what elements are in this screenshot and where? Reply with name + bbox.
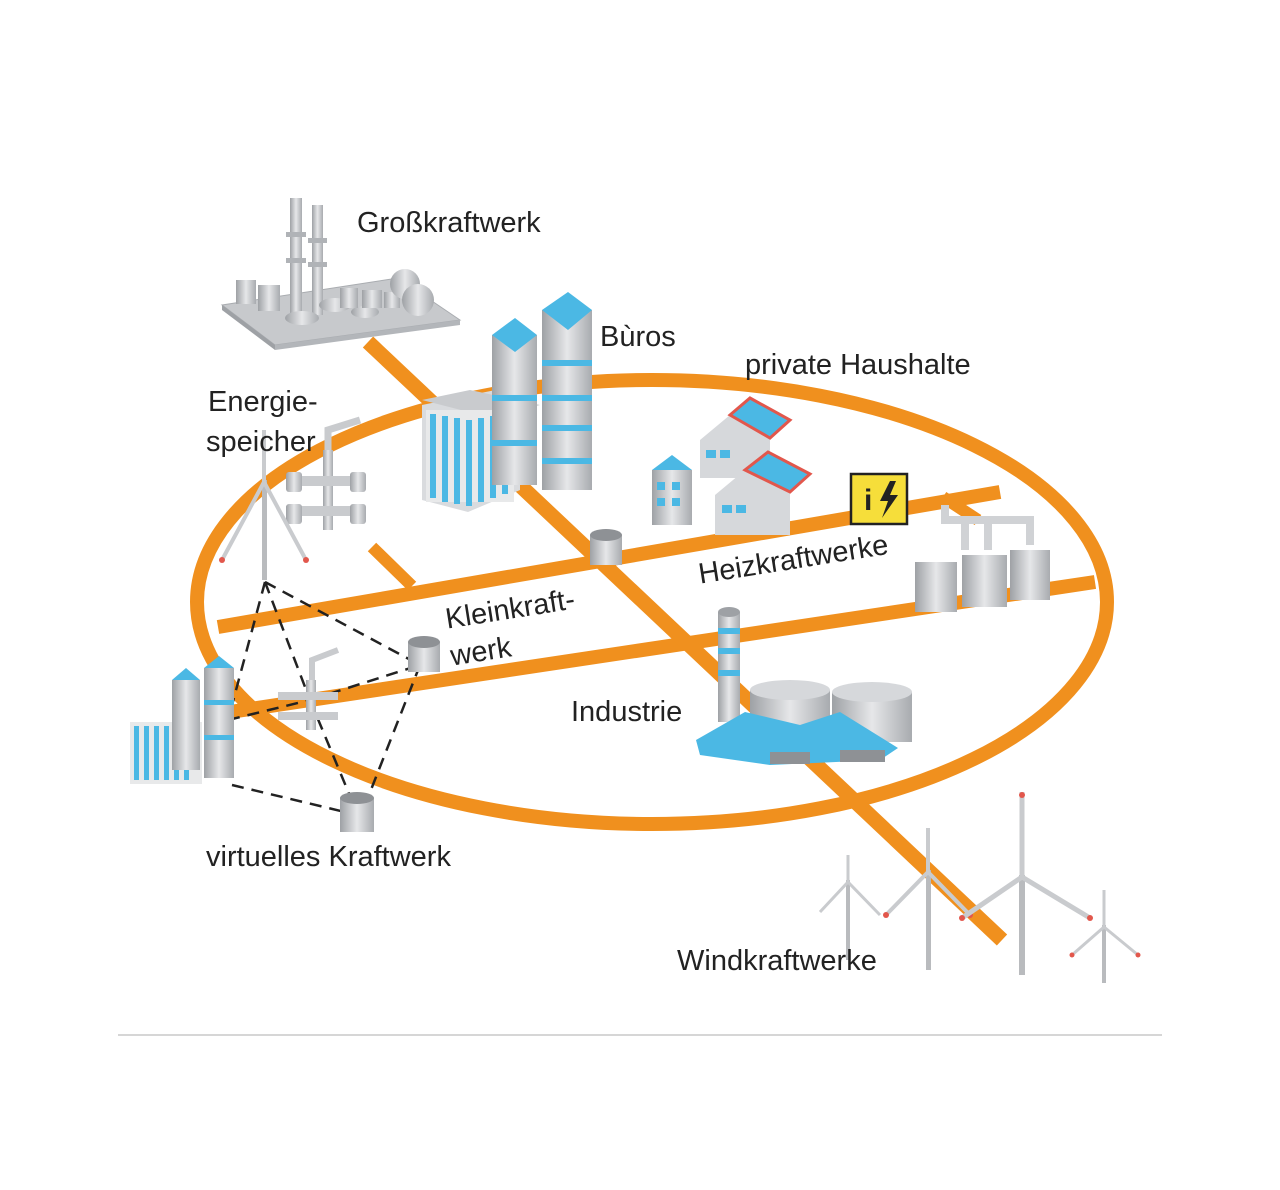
label-virtuelles-kraftwerk: virtuelles Kraftwerk xyxy=(206,841,451,873)
virtual-links xyxy=(226,580,422,814)
wind-turbine-4 xyxy=(1069,890,1141,983)
wind-turbine-1 xyxy=(818,855,882,960)
small-plant-node-icon xyxy=(408,636,440,672)
label-bueros: Bùros xyxy=(600,321,676,353)
divider-line xyxy=(118,1034,1162,1036)
wind-turbine-3 xyxy=(959,792,1093,975)
energy-storage-icon xyxy=(286,416,366,530)
grid-line-branch-storage xyxy=(367,542,417,591)
chp-plants-icon xyxy=(915,505,1050,612)
grid-node-icon xyxy=(590,529,622,565)
virtual-office-icon xyxy=(130,656,234,784)
private-households-icon xyxy=(652,396,813,535)
industry-icon xyxy=(696,607,912,765)
label-private-haushalte: private Haushalte xyxy=(745,349,971,381)
info-sign-icon: i xyxy=(849,472,909,526)
office-buildings-icon xyxy=(422,292,592,512)
grid-ring xyxy=(190,373,1114,831)
label-energiespeicher-line1: Energie- xyxy=(208,386,318,418)
wind-turbines-icon xyxy=(818,792,1141,983)
wind-turbine-2 xyxy=(883,828,973,970)
virtual-storage-icon xyxy=(278,647,340,730)
label-grosskraftwerk: Großkraftwerk xyxy=(357,207,541,239)
label-energiespeicher-line2: speicher xyxy=(206,426,316,458)
large-power-plant-icon xyxy=(220,198,462,350)
label-industrie: Industrie xyxy=(571,696,683,728)
lightning-icon xyxy=(880,481,898,518)
label-windkraftwerke: Windkraftwerke xyxy=(677,945,877,977)
info-sign-letter: i xyxy=(864,484,872,517)
virtual-wind-turbine-icon xyxy=(219,430,309,580)
virtual-node-icon xyxy=(340,792,374,832)
